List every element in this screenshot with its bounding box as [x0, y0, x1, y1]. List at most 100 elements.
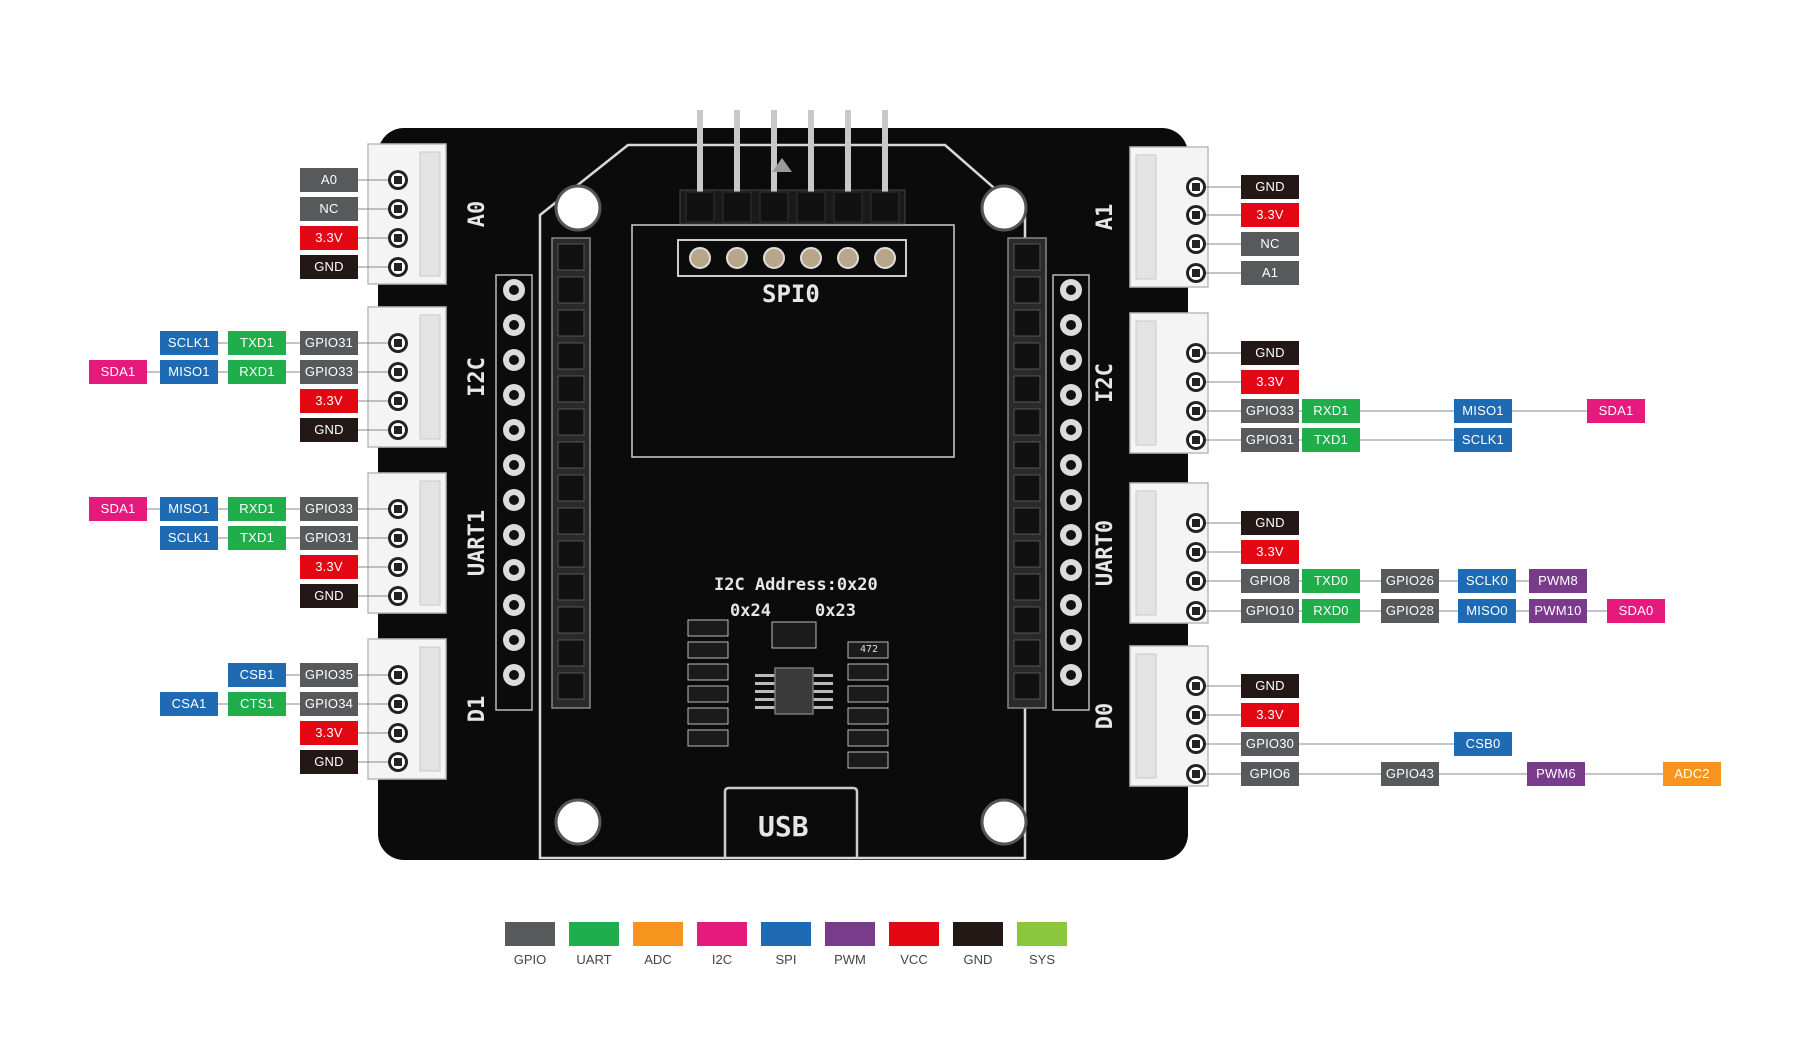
header-cell	[1013, 342, 1041, 370]
pin-marker-core	[394, 592, 402, 600]
pin-tag-miso1-l11: MISO1	[160, 360, 218, 384]
pin-tag-sclk1-r13: SCLK1	[1454, 428, 1512, 452]
pad-center	[509, 425, 519, 435]
chip-lead	[813, 690, 833, 693]
pad-center	[509, 565, 519, 575]
right-pad-column	[1052, 274, 1090, 711]
header-cell	[1013, 606, 1041, 634]
pin-marker-core	[1192, 240, 1200, 248]
legend-swatch-uart	[569, 922, 619, 946]
spi-pad	[689, 247, 711, 269]
legend-label-adc: ADC	[644, 952, 672, 967]
spi-pin	[845, 110, 851, 192]
spi0-silk-label: SPI0	[762, 280, 820, 308]
smd-part	[847, 729, 889, 747]
legend-label-vcc: VCC	[900, 952, 928, 967]
legend-swatch-adc	[633, 922, 683, 946]
spi-pin-housing	[796, 191, 826, 223]
pin-tag-3.3v-l22: 3.3V	[300, 555, 358, 579]
pin-marker-core	[394, 700, 402, 708]
left-pad-column	[495, 274, 533, 711]
pin-tag-rxd1-r12: RXD1	[1302, 399, 1360, 423]
pad-center	[509, 635, 519, 645]
module-outline	[538, 143, 1027, 860]
right-uart0-connector-rib	[1135, 490, 1157, 616]
pin-marker-core	[1192, 378, 1200, 386]
pin-marker-core	[1192, 740, 1200, 748]
pin-tag-gnd-r20: GND	[1241, 511, 1299, 535]
pin-tag-rxd1-l11: RXD1	[228, 360, 286, 384]
header-cell	[557, 276, 585, 304]
pin-tag-gpio8-r22: GPIO8	[1241, 569, 1299, 593]
mount-hole-tl	[554, 184, 602, 232]
smd-part	[847, 685, 889, 703]
pin-tag-3.3v-r01: 3.3V	[1241, 203, 1299, 227]
header-cell	[557, 408, 585, 436]
left-d1-silk-label: D1	[465, 696, 490, 723]
legend-swatch-sys	[1017, 922, 1067, 946]
pin-tag-adc2-r33: ADC2	[1663, 762, 1721, 786]
smd-part	[847, 663, 889, 681]
legend-swatch-vcc	[889, 922, 939, 946]
spi-pin-housing	[833, 191, 863, 223]
pin-tag-gpio33-l20: GPIO33	[300, 497, 358, 521]
pad-center	[1066, 670, 1076, 680]
smd-part	[687, 729, 729, 747]
chip-lead	[813, 682, 833, 685]
header-cell	[1013, 408, 1041, 436]
header-cell	[1013, 276, 1041, 304]
spi-pin-housing	[870, 191, 900, 223]
pad-center	[509, 460, 519, 470]
pin-tag-nc-r02: NC	[1241, 232, 1299, 256]
spi-pad	[726, 247, 748, 269]
pin-tag-rxd0-r23: RXD0	[1302, 599, 1360, 623]
right-i2c-connector-rib	[1135, 320, 1157, 446]
header-cell	[557, 672, 585, 700]
pin-tag-sda1-r12: SDA1	[1587, 399, 1645, 423]
left-a0-silk-label: A0	[465, 201, 490, 228]
right-d0-connector-rib	[1135, 653, 1157, 779]
pin-tag-pwm8-r22: PWM8	[1529, 569, 1587, 593]
header-cell	[557, 309, 585, 337]
smd-part	[687, 685, 729, 703]
header-cell	[557, 243, 585, 271]
header-cell	[1013, 474, 1041, 502]
pin-tag-miso1-r12: MISO1	[1454, 399, 1512, 423]
legend-label-gpio: GPIO	[513, 952, 547, 967]
pin-marker-core	[394, 397, 402, 405]
pad-center	[1066, 565, 1076, 575]
legend-label-spi: SPI	[775, 952, 797, 967]
smd-part	[687, 707, 729, 725]
left-uart1-silk-label: UART1	[465, 510, 490, 576]
legend-label-i2c: I2C	[711, 952, 733, 967]
header-cell	[1013, 573, 1041, 601]
chip-lead	[813, 698, 833, 701]
pin-marker-core	[394, 339, 402, 347]
legend-label-sys: SYS	[1028, 952, 1055, 967]
smd-part	[847, 707, 889, 725]
header-cell	[557, 342, 585, 370]
pad-center	[1066, 600, 1076, 610]
pin-marker-core	[1192, 519, 1200, 527]
pin-tag-gpio35-l30: GPIO35	[300, 663, 358, 687]
header-cell	[1013, 375, 1041, 403]
pin-tag-txd1-r13: TXD1	[1302, 428, 1360, 452]
pin-marker-core	[1192, 407, 1200, 415]
pin-tag-gpio30-r32: GPIO30	[1241, 732, 1299, 756]
pin-tag-gpio33-l11: GPIO33	[300, 360, 358, 384]
pin-marker-core	[394, 368, 402, 376]
smd-part	[687, 641, 729, 659]
chip-lead	[755, 674, 775, 677]
spi-pin-housing	[685, 191, 715, 223]
pin-tag-gnd-r30: GND	[1241, 674, 1299, 698]
header-cell	[557, 573, 585, 601]
pin-marker-core	[1192, 770, 1200, 778]
legend-swatch-gpio	[505, 922, 555, 946]
pad-center	[1066, 425, 1076, 435]
header-cell	[557, 441, 585, 469]
smd-part	[771, 621, 817, 649]
spi0-header-body	[679, 189, 906, 225]
right-a1-connector-rib	[1135, 154, 1157, 280]
pad-center	[509, 670, 519, 680]
shield-area	[631, 224, 955, 458]
